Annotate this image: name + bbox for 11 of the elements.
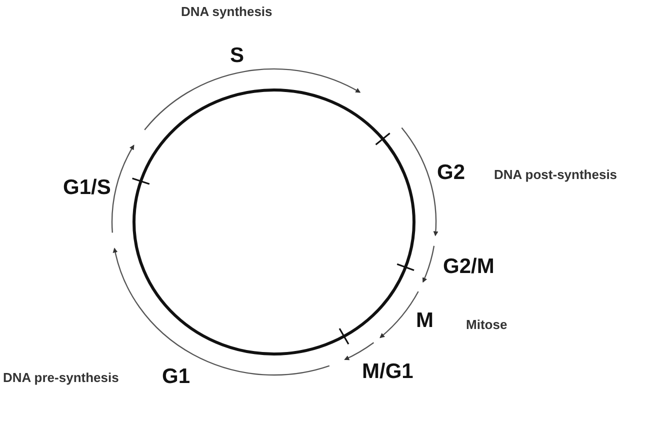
phase-label: G1 [162,366,190,387]
phase-label: S [230,45,244,66]
phase-description: DNA synthesis [181,5,272,18]
phase-label: G2 [437,162,466,183]
phase-description: DNA post-synthesis [494,168,618,181]
phase-label: M [416,310,434,331]
transition-label: M/G1 [362,361,414,382]
phase-description: Mitose [466,318,508,331]
phase-description: DNA pre-synthesis [3,371,119,384]
transition-label: G1/S [63,177,111,198]
transition-label: G2/M [443,256,494,277]
